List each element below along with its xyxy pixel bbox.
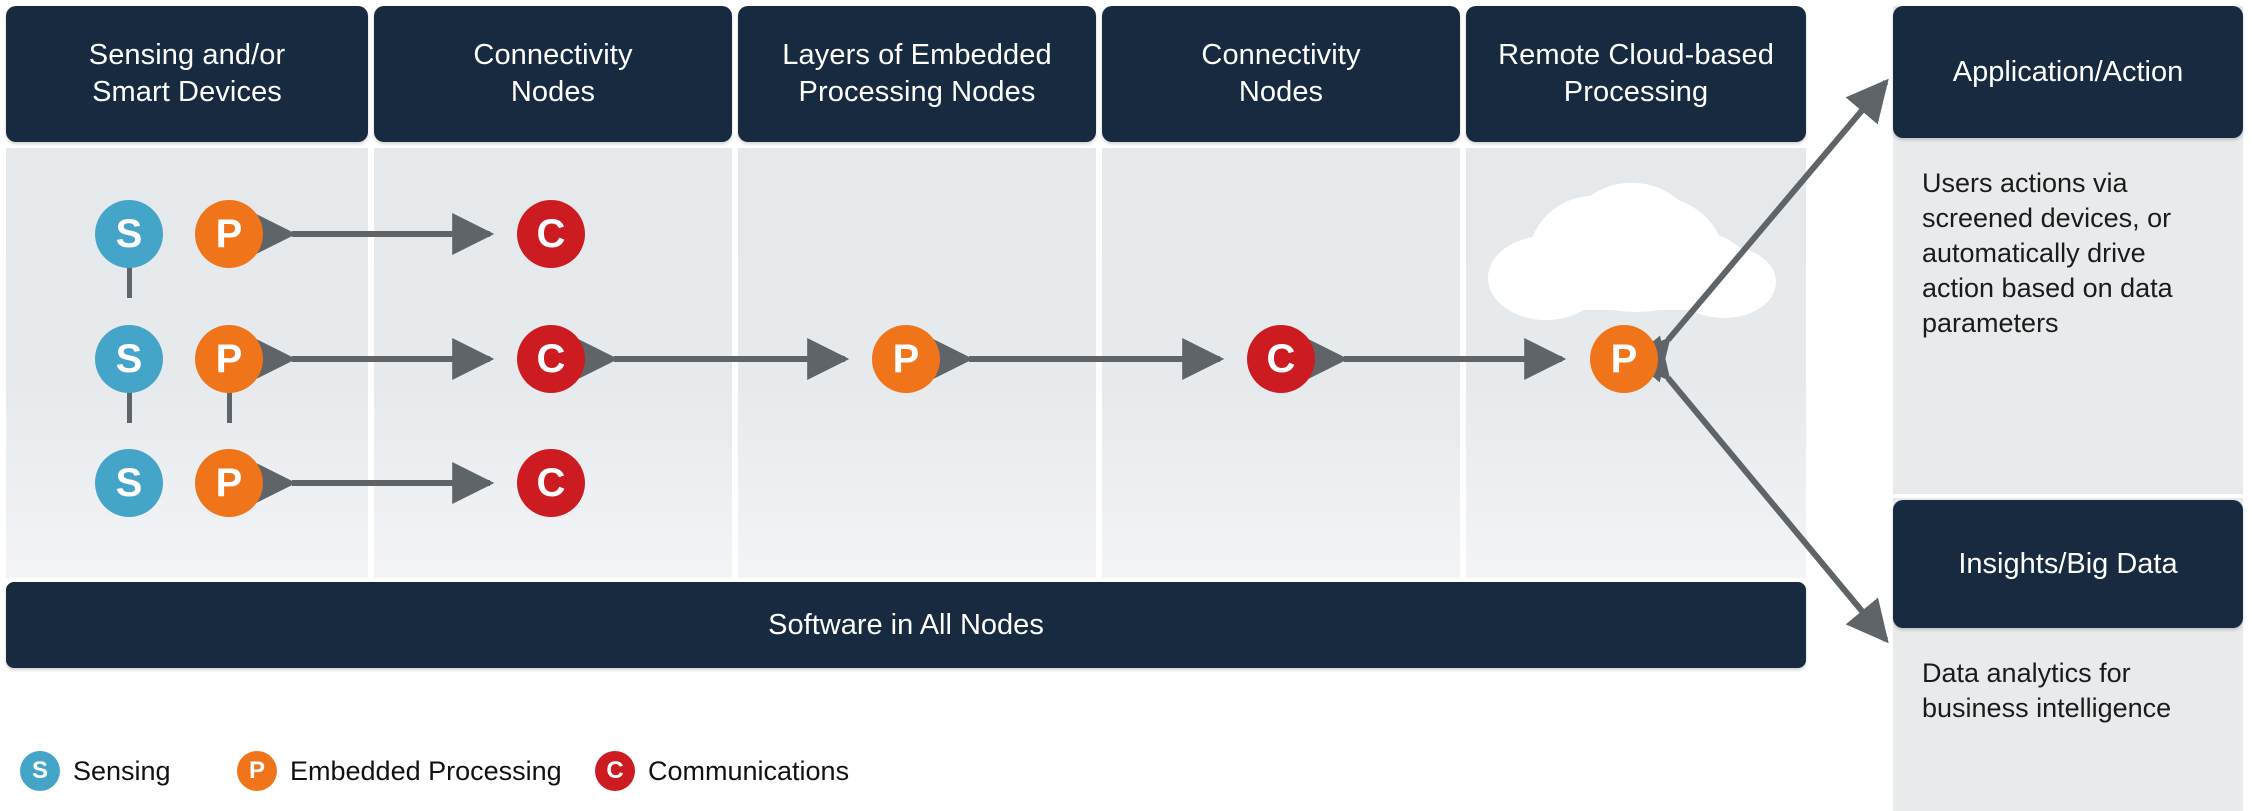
legend-swatch-communications: C bbox=[595, 751, 635, 791]
legend-swatch-sensing: S bbox=[20, 751, 60, 791]
node-label: S bbox=[115, 460, 143, 505]
node-p1[interactable]: P bbox=[195, 200, 263, 268]
node-label: P bbox=[215, 460, 243, 505]
node-c3[interactable]: C bbox=[517, 449, 585, 517]
node-label: C bbox=[1266, 336, 1296, 381]
node-pe[interactable]: P bbox=[872, 325, 940, 393]
panel-title-application-action[interactable]: Application/Action bbox=[1893, 6, 2243, 138]
node-label: P bbox=[892, 336, 920, 381]
software-in-all-nodes-bar[interactable]: Software in All Nodes bbox=[6, 582, 1806, 668]
legend-swatch-embedded-processing: P bbox=[237, 751, 277, 791]
node-pc[interactable]: P bbox=[1590, 325, 1658, 393]
legend-item-embedded-processing[interactable]: P Embedded Processing bbox=[237, 751, 562, 791]
legend-glyph: S bbox=[31, 757, 48, 784]
node-p3[interactable]: P bbox=[195, 449, 263, 517]
node-label: P bbox=[1610, 336, 1638, 381]
node-label: S bbox=[115, 336, 143, 381]
node-s1[interactable]: S bbox=[95, 200, 163, 268]
node-s2[interactable]: S bbox=[95, 325, 163, 393]
legend-item-sensing[interactable]: S Sensing bbox=[20, 751, 171, 791]
panel-body-insights-big-data: Data analytics for business intelligence bbox=[1922, 658, 2172, 724]
node-label: P bbox=[215, 336, 243, 381]
legend: S Sensing P Embedded Processing C Commun… bbox=[0, 735, 2252, 811]
node-label: C bbox=[536, 211, 566, 256]
legend-glyph: C bbox=[606, 757, 624, 784]
node-p2[interactable]: P bbox=[195, 325, 263, 393]
legend-label-sensing: Sensing bbox=[73, 755, 171, 786]
node-label: C bbox=[536, 336, 566, 381]
legend-glyph: P bbox=[248, 757, 265, 784]
node-c1[interactable]: C bbox=[517, 200, 585, 268]
node-c4[interactable]: C bbox=[1247, 325, 1315, 393]
legend-label-communications: Communications bbox=[648, 755, 850, 786]
node-s3[interactable]: S bbox=[95, 449, 163, 517]
legend-label-embedded-processing: Embedded Processing bbox=[290, 755, 562, 786]
node-c2[interactable]: C bbox=[517, 325, 585, 393]
node-label: S bbox=[115, 211, 143, 256]
panel-title-insights-big-data[interactable]: Insights/Big Data bbox=[1893, 500, 2243, 628]
node-label: P bbox=[215, 211, 243, 256]
panel-body-application-action: Users actions via screened devices, or a… bbox=[1922, 168, 2173, 339]
node-label: C bbox=[536, 460, 566, 505]
cloud-shape bbox=[1488, 182, 1776, 320]
legend-item-communications[interactable]: C Communications bbox=[595, 751, 849, 791]
